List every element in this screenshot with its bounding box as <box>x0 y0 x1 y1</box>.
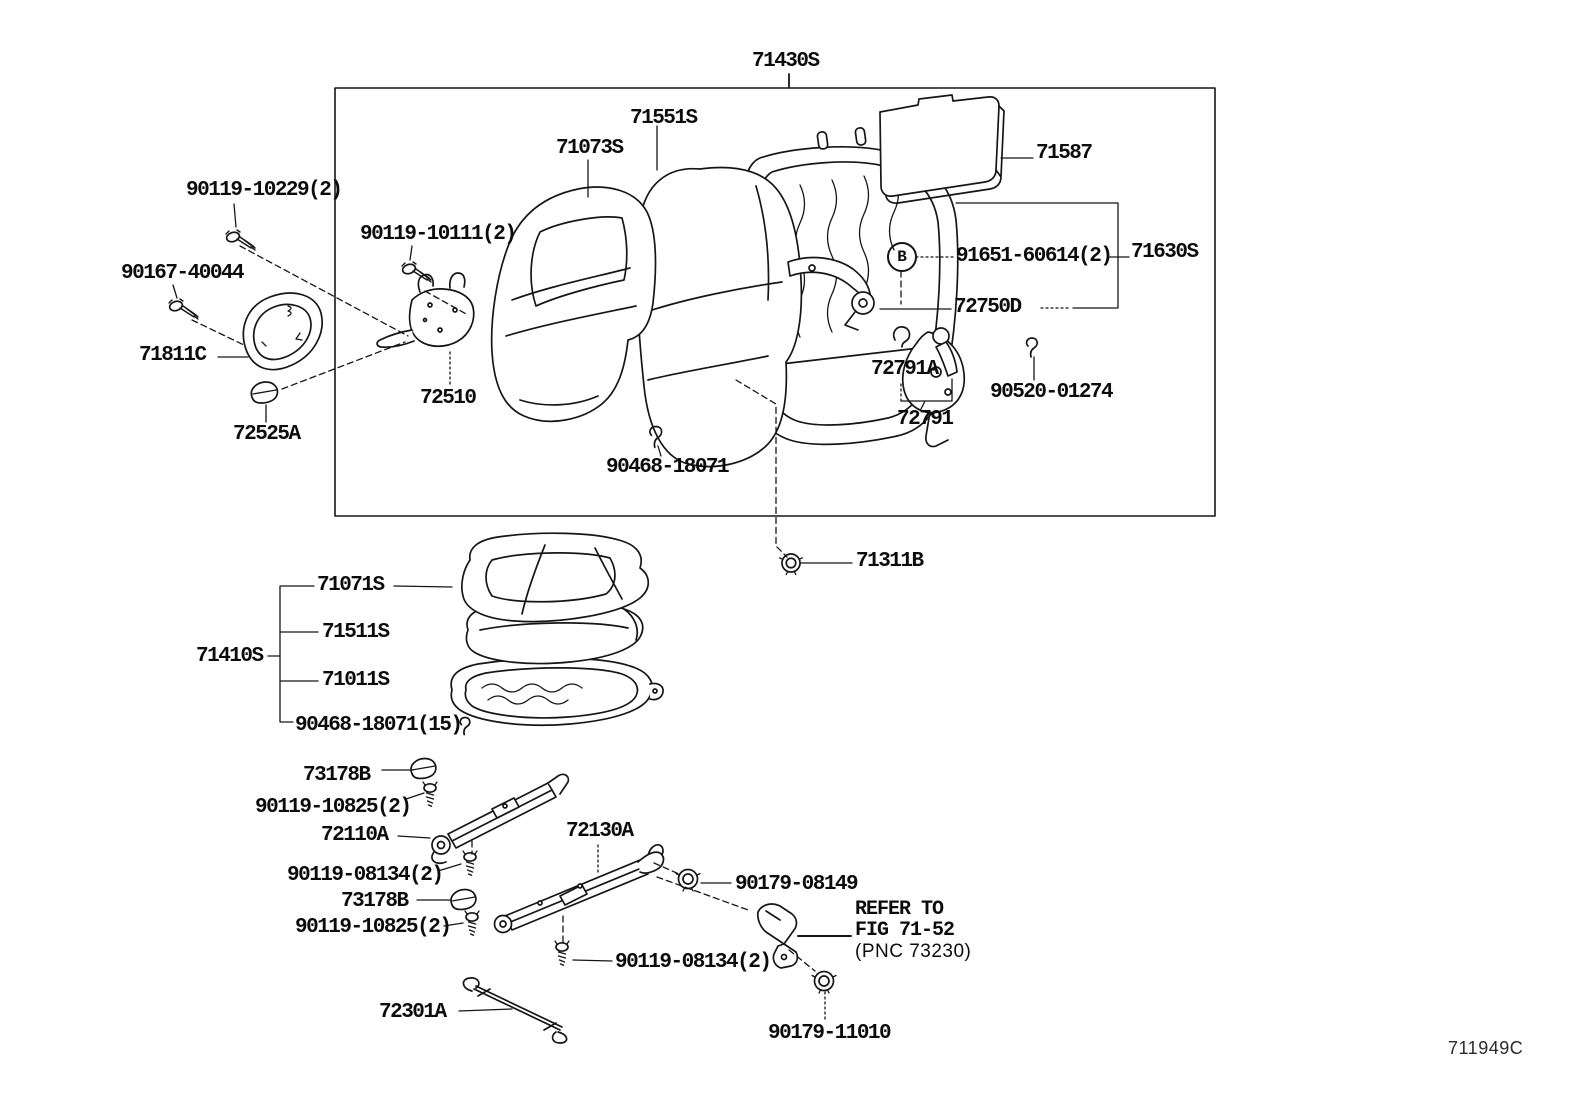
lock-lever-drawing <box>933 328 957 376</box>
part-label-90520-01274[interactable]: 90520-01274 <box>990 381 1114 404</box>
part-label-71811c[interactable]: 71811C <box>139 344 207 367</box>
part-label-71410s[interactable]: 71410S <box>196 645 264 668</box>
part-label-91651-60614[interactable]: 91651-60614(2) <box>956 245 1113 268</box>
cushion-frame-drawing <box>451 658 663 725</box>
clip-71311b <box>778 553 804 576</box>
cap-72525a <box>250 381 279 404</box>
cap-73178b-1 <box>410 757 437 780</box>
detail-marker-b-letter: B <box>897 248 907 266</box>
recliner-control-drawing <box>788 258 910 347</box>
part-label-90468-18071[interactable]: 90468-18071 <box>606 456 730 479</box>
part-label-72110a[interactable]: 72110A <box>321 824 389 847</box>
hook-90520-01274 <box>1025 337 1039 358</box>
part-label-90119-08134-1[interactable]: 90119-08134(2) <box>287 864 444 887</box>
nut-90179-11010 <box>811 970 837 994</box>
reference-note-line1: REFER TO <box>855 898 944 921</box>
part-label-71311b[interactable]: 71311B <box>856 550 924 573</box>
cushion-cover-drawing <box>462 533 648 621</box>
leader-lines <box>173 74 1129 1011</box>
torsion-bar-drawing <box>463 978 566 1043</box>
part-label-90119-10229[interactable]: 90119-10229(2) <box>186 179 343 202</box>
part-label-72510[interactable]: 72510 <box>420 387 477 410</box>
cap-73178b-2 <box>450 888 477 911</box>
part-label-72130a[interactable]: 72130A <box>566 820 634 843</box>
seat-back-board-drawing <box>880 95 1004 203</box>
part-label-90167-40044[interactable]: 90167-40044 <box>121 262 245 285</box>
reference-note-line3: (PNC 73230) <box>855 941 972 962</box>
screw-90119-10111 <box>400 261 432 283</box>
part-label-90119-08134-2[interactable]: 90119-08134(2) <box>615 951 772 974</box>
seat-back-pad-drawing <box>637 168 801 467</box>
part-label-90119-10825-2[interactable]: 90119-10825(2) <box>295 916 452 939</box>
part-label-90179-08149[interactable]: 90179-08149 <box>735 873 859 896</box>
seat-track-inner-drawing <box>432 774 568 863</box>
screw-90119-08134-1 <box>462 850 478 877</box>
screw-90119-10825-1 <box>422 781 438 808</box>
part-label-90119-10111[interactable]: 90119-10111(2) <box>360 223 517 246</box>
part-label-72750d[interactable]: 72750D <box>954 296 1022 319</box>
part-label-72791a[interactable]: 72791A <box>871 358 939 381</box>
seat-track-outer-drawing <box>495 845 664 933</box>
part-label-71071s[interactable]: 71071S <box>317 574 385 597</box>
dotted-leader-lines <box>450 257 1071 1021</box>
screw-90119-08134-2 <box>554 940 570 967</box>
hook-90468-18071-15 <box>459 716 471 736</box>
part-label-90468-18071-15[interactable]: 90468-18071(15) <box>295 714 463 737</box>
screw-90119-10825-2 <box>464 910 480 937</box>
part-label-72301a[interactable]: 72301A <box>379 1001 447 1024</box>
part-label-90119-10825-1[interactable]: 90119-10825(2) <box>255 796 412 819</box>
dashed-assembly-lines <box>192 246 901 971</box>
part-label-71630s[interactable]: 71630S <box>1131 241 1199 264</box>
screw-90119-10229 <box>224 229 256 251</box>
part-label-73178b-2[interactable]: 73178B <box>341 890 409 913</box>
hinge-cover-drawing <box>243 293 322 370</box>
reference-note-line2: FIG 71-52 <box>855 919 955 942</box>
detail-marker-b: B <box>887 242 917 272</box>
part-label-71430s[interactable]: 71430S <box>752 50 820 73</box>
part-label-90179-11010[interactable]: 90179-11010 <box>768 1022 892 1045</box>
reference-note: REFER TO FIG 71-52 (PNC 73230) <box>855 899 971 962</box>
hinge-bracket-drawing <box>377 273 474 347</box>
part-label-72791[interactable]: 72791 <box>897 408 954 431</box>
figure-code: 711949C <box>1448 1038 1524 1058</box>
part-label-71011s[interactable]: 71011S <box>322 669 390 692</box>
screw-90167-40044 <box>167 298 199 320</box>
part-label-71073s[interactable]: 71073S <box>556 137 624 160</box>
part-label-72525a[interactable]: 72525A <box>233 423 301 446</box>
seat-back-cover-drawing <box>492 187 656 421</box>
part-label-71587[interactable]: 71587 <box>1036 142 1093 165</box>
part-label-71511s[interactable]: 71511S <box>322 621 390 644</box>
part-label-73178b-1[interactable]: 73178B <box>303 764 371 787</box>
part-label-71551s[interactable]: 71551S <box>630 107 698 130</box>
